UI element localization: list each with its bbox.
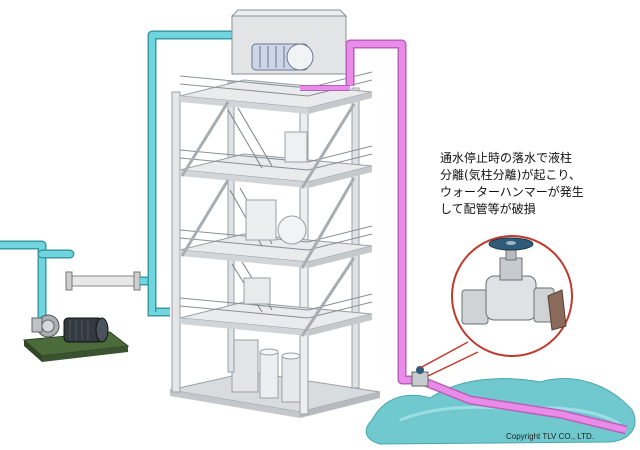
- braces: [180, 101, 356, 337]
- floor-4: [179, 301, 373, 336]
- return-pipe: [300, 39, 628, 435]
- return-line-valve: [411, 366, 429, 387]
- caption-line-4: して配管等が破損: [440, 202, 536, 216]
- motor-icon: [63, 317, 109, 343]
- caption-line-2: 分離(気柱分離)が起こり、: [440, 168, 581, 182]
- heat-exchanger-icon: [230, 9, 348, 75]
- supply-pipe-left: [0, 240, 75, 323]
- caption-line-3: ウォーターハンマーが発生: [440, 185, 584, 199]
- floor-3: [179, 233, 373, 268]
- equipment: [243, 131, 308, 305]
- floor-2: [179, 153, 373, 188]
- base-tanks: [231, 339, 301, 403]
- annotation-caption: 通水停止時の落水で液柱 分離(気柱分離)が起こり、 ウォーターハンマーが発生 し…: [440, 150, 630, 218]
- floor-1: [179, 79, 373, 114]
- caption-line-1: 通水停止時の落水で液柱: [440, 151, 573, 165]
- railings: [179, 71, 373, 319]
- callout-leader: [419, 341, 479, 377]
- water-spill-icon: [365, 378, 636, 445]
- globe-valve-icon: [461, 237, 567, 331]
- copyright-notice: Copyright TLV CO., LTD.: [506, 432, 595, 441]
